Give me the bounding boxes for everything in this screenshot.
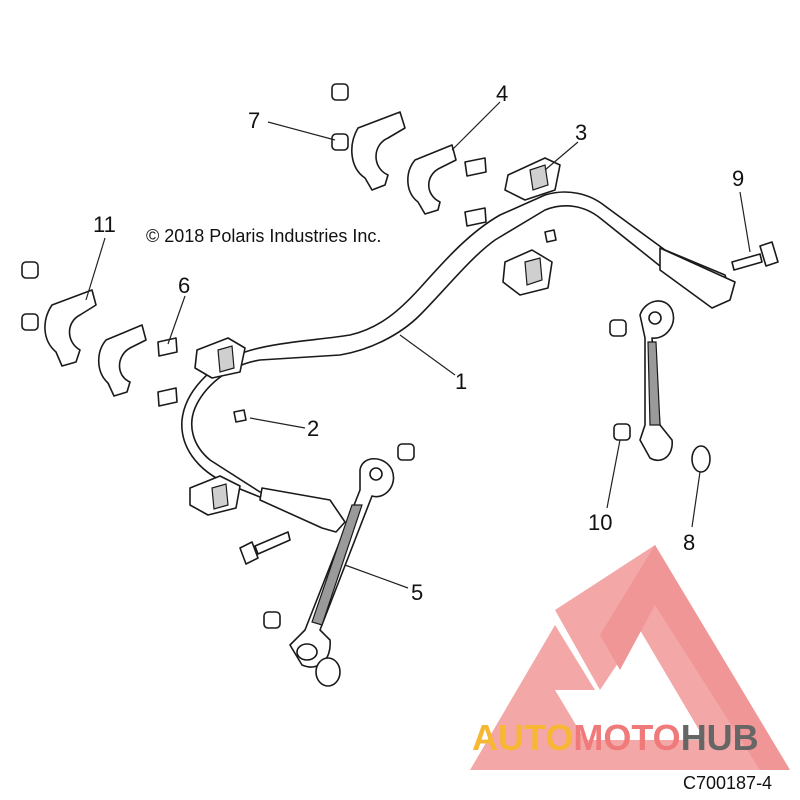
clamp-upper-1 — [351, 111, 406, 191]
leader-9 — [739, 191, 751, 253]
bolt-9 — [731, 241, 779, 271]
leader-2 — [249, 417, 306, 429]
copyright-notice: © 2018 Polaris Industries Inc. — [146, 226, 381, 246]
nut-7-top — [331, 83, 349, 101]
nut-5 — [263, 611, 281, 629]
callout-9: 9 — [732, 166, 744, 191]
callout-7: 7 — [248, 108, 260, 133]
clamp-left-2 — [97, 324, 147, 397]
diagram-id: C700187-4 — [683, 773, 772, 793]
washer-5 — [315, 657, 341, 687]
clamp-left-1 — [44, 289, 97, 367]
callout-3: 3 — [575, 120, 587, 145]
bolt-left-1 — [157, 337, 178, 357]
grease-fitting-left — [233, 409, 247, 423]
nut-7 — [331, 133, 349, 151]
link-right — [639, 300, 675, 462]
bolt-upper-1 — [464, 157, 487, 177]
watermark-hub: HUB — [681, 717, 759, 758]
washer-8 — [691, 445, 711, 473]
callout-5: 5 — [411, 580, 423, 605]
leader-8 — [691, 471, 701, 528]
bolt-upper-2 — [464, 207, 487, 227]
bushing-left — [194, 337, 246, 379]
watermark-logo — [470, 545, 790, 770]
bolt-left-2 — [157, 387, 178, 407]
clamp-upper-2 — [407, 144, 457, 215]
callout-2: 2 — [307, 416, 319, 441]
leader-10 — [606, 439, 621, 509]
link-left — [289, 457, 395, 668]
leader-7 — [267, 121, 336, 141]
callout-10: 10 — [588, 510, 612, 535]
watermark-text: AUTOMOTOHUB — [472, 717, 759, 758]
leader-1 — [399, 334, 456, 376]
leader-4 — [451, 101, 501, 151]
leader-6 — [167, 295, 186, 345]
leader-11 — [85, 237, 106, 301]
nut-11-top — [21, 261, 39, 279]
callout-1: 1 — [455, 369, 467, 394]
nut-10 — [613, 423, 631, 441]
bushing-lower — [189, 475, 241, 516]
watermark-auto: AUTO — [472, 717, 573, 758]
callout-4: 4 — [496, 81, 508, 106]
leader-3 — [544, 141, 579, 171]
bolt-lower — [239, 531, 291, 565]
leader-5 — [344, 564, 409, 589]
nut-10-top — [609, 319, 627, 337]
callout-11: 11 — [93, 212, 116, 237]
bushing-bar-upper — [502, 249, 553, 296]
nut-5-top — [397, 443, 415, 461]
nut-11 — [21, 313, 39, 331]
callout-6: 6 — [178, 273, 190, 298]
stabilizer-bar — [181, 191, 736, 533]
watermark-moto: MOTO — [573, 717, 680, 758]
grease-fitting-right — [544, 229, 557, 243]
callout-8: 8 — [683, 530, 695, 555]
